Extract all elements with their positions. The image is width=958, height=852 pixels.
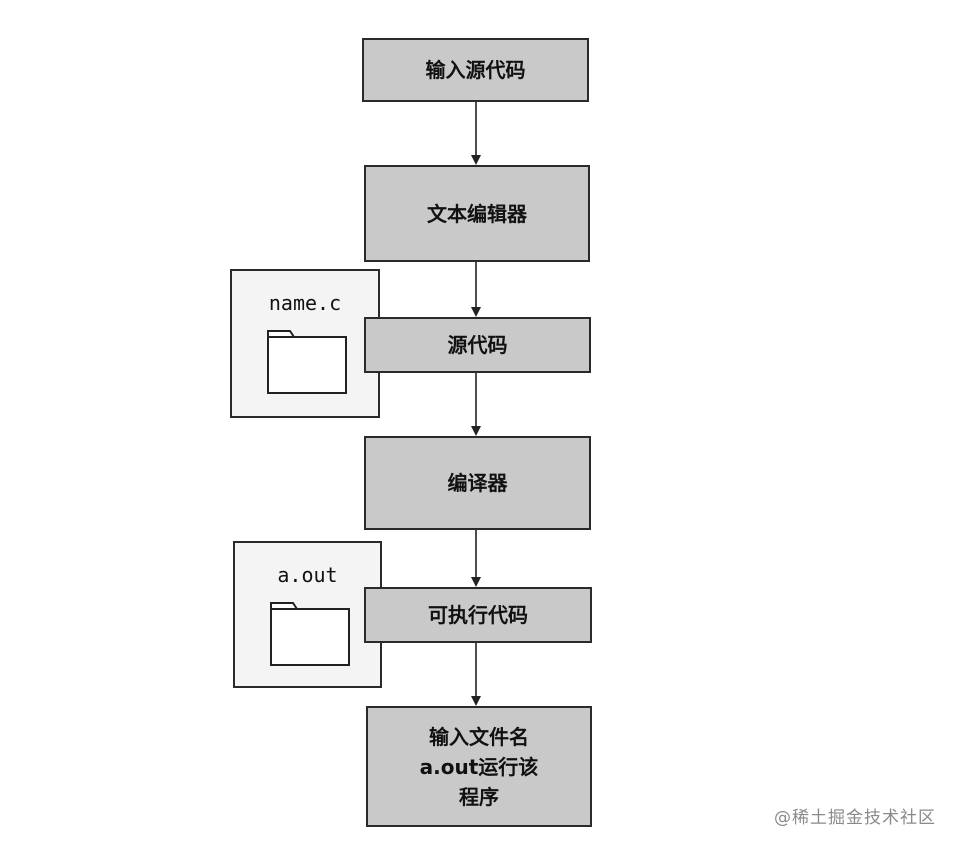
folder-icon [270, 602, 350, 666]
step-run-line-1: 输入文件名 [429, 724, 529, 749]
step-compiler-label: 编译器 [447, 471, 508, 495]
step-input-source: 输入源代码 [362, 38, 589, 102]
source-file-name: name.c [268, 291, 342, 315]
step-source-code-label: 源代码 [447, 333, 508, 357]
step-executable-label: 可执行代码 [428, 603, 528, 627]
step-text-editor-label: 文本编辑器 [427, 201, 527, 226]
output-file-name: a.out [277, 563, 338, 587]
output-file-card: a.out [233, 541, 382, 688]
step-executable: 可执行代码 [364, 587, 592, 643]
folder-icon [267, 330, 347, 394]
step-input-source-label: 输入源代码 [425, 58, 526, 82]
step-text-editor: 文本编辑器 [364, 165, 590, 262]
step-run-line-3: 程序 [459, 784, 499, 809]
step-source-code: 源代码 [364, 317, 591, 373]
source-file-card: name.c [230, 269, 380, 418]
step-compiler: 编译器 [364, 436, 591, 530]
step-run-program: 输入文件名 a.out运行该 程序 [366, 706, 592, 827]
step-run-line-2: a.out运行该 [419, 754, 539, 779]
watermark: @稀土掘金技术社区 [774, 808, 936, 828]
